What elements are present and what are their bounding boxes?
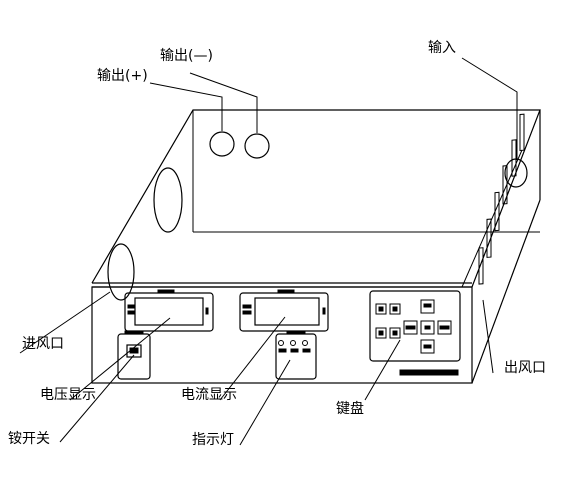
indicator-bar	[302, 348, 311, 353]
label-switch: 铵开关	[8, 431, 50, 447]
label-voltage-display: 电压显示	[40, 387, 96, 403]
label-air-outlet: 出风口	[504, 360, 546, 376]
key-button[interactable]	[420, 299, 435, 314]
key-grid[interactable]	[375, 299, 452, 354]
key-button[interactable]	[375, 303, 387, 315]
indicator-lamp	[302, 340, 308, 346]
key-bar	[423, 344, 432, 349]
indicator-lamp	[278, 340, 284, 346]
current-display-dot	[322, 307, 326, 315]
output-negative-terminal	[244, 133, 270, 159]
leader-keyboard	[364, 339, 401, 401]
voltage-display-mark	[127, 304, 136, 309]
leader-air-outlet	[482, 299, 494, 374]
indicator-tab	[286, 330, 306, 335]
key-button[interactable]	[389, 327, 401, 339]
vent-slot	[502, 165, 508, 205]
label-output-positive: 输出(+)	[97, 68, 148, 84]
current-display-mark	[242, 310, 252, 315]
switch-rocker[interactable]	[126, 344, 142, 358]
current-display	[239, 289, 329, 332]
air-inlet-oval-lower	[107, 243, 135, 301]
indicator-bar	[278, 348, 287, 353]
label-keyboard: 键盘	[336, 400, 364, 417]
key-dot	[392, 306, 398, 312]
output-positive-terminal	[209, 131, 235, 157]
air-outlet-vents	[478, 113, 525, 285]
key-dot	[392, 330, 398, 336]
front-panel	[91, 286, 473, 384]
key-bar	[439, 325, 450, 330]
chassis-outline	[91, 109, 541, 384]
label-input: 输入	[428, 40, 456, 56]
leader-lines	[19, 57, 518, 446]
switch-rocker-fill	[129, 347, 139, 354]
air-inlet-oval-upper	[153, 167, 183, 233]
vent-slot	[511, 139, 517, 177]
current-display-tab	[277, 289, 295, 294]
key-button[interactable]	[375, 327, 387, 339]
leader-air-inlet	[19, 291, 111, 354]
leader-indicator	[239, 359, 291, 446]
key-button[interactable]	[420, 339, 435, 354]
key-button[interactable]	[420, 320, 435, 335]
leader-switch	[59, 354, 135, 443]
top-face-edge	[91, 109, 541, 288]
indicator-lamp	[290, 340, 296, 346]
key-button[interactable]	[403, 320, 418, 335]
right-bottom-edge	[471, 199, 541, 384]
right-inner-edge	[461, 149, 523, 288]
label-air-inlet: 进风口	[22, 336, 64, 352]
keyboard-bezel	[369, 290, 461, 362]
voltage-display	[124, 289, 214, 332]
voltage-display-window	[134, 297, 204, 326]
label-indicator-light: 指示灯	[192, 432, 234, 448]
vent-slot	[478, 247, 484, 285]
indicator-bar	[290, 348, 299, 353]
current-display-mark	[242, 304, 252, 309]
vent-slot	[494, 191, 500, 232]
indicator-lights	[275, 330, 317, 380]
power-switch[interactable]	[117, 330, 151, 380]
key-dot	[378, 306, 384, 312]
switch-tab	[124, 330, 144, 335]
label-current-display: 电流显示	[181, 387, 237, 403]
key-bar	[405, 325, 416, 330]
vent-slot	[519, 113, 525, 152]
vent-slot	[486, 218, 492, 258]
key-bar	[424, 325, 431, 330]
leader-current-display	[219, 316, 286, 401]
leader-voltage-display	[69, 317, 171, 401]
voltage-display-mark	[127, 310, 136, 315]
voltage-display-tab	[157, 289, 175, 294]
key-dot	[378, 330, 384, 336]
keyboard-panel	[369, 290, 461, 376]
leader-input	[461, 57, 518, 160]
label-output-negative: 输出(—)	[160, 48, 213, 64]
key-button[interactable]	[389, 303, 401, 315]
voltage-display-dot	[205, 307, 209, 315]
current-display-window	[254, 297, 320, 326]
leader-output-negative	[189, 72, 258, 133]
leader-output-positive	[149, 82, 223, 131]
key-bar	[423, 303, 432, 308]
key-button[interactable]	[437, 320, 452, 335]
keyboard-strip	[399, 369, 459, 376]
